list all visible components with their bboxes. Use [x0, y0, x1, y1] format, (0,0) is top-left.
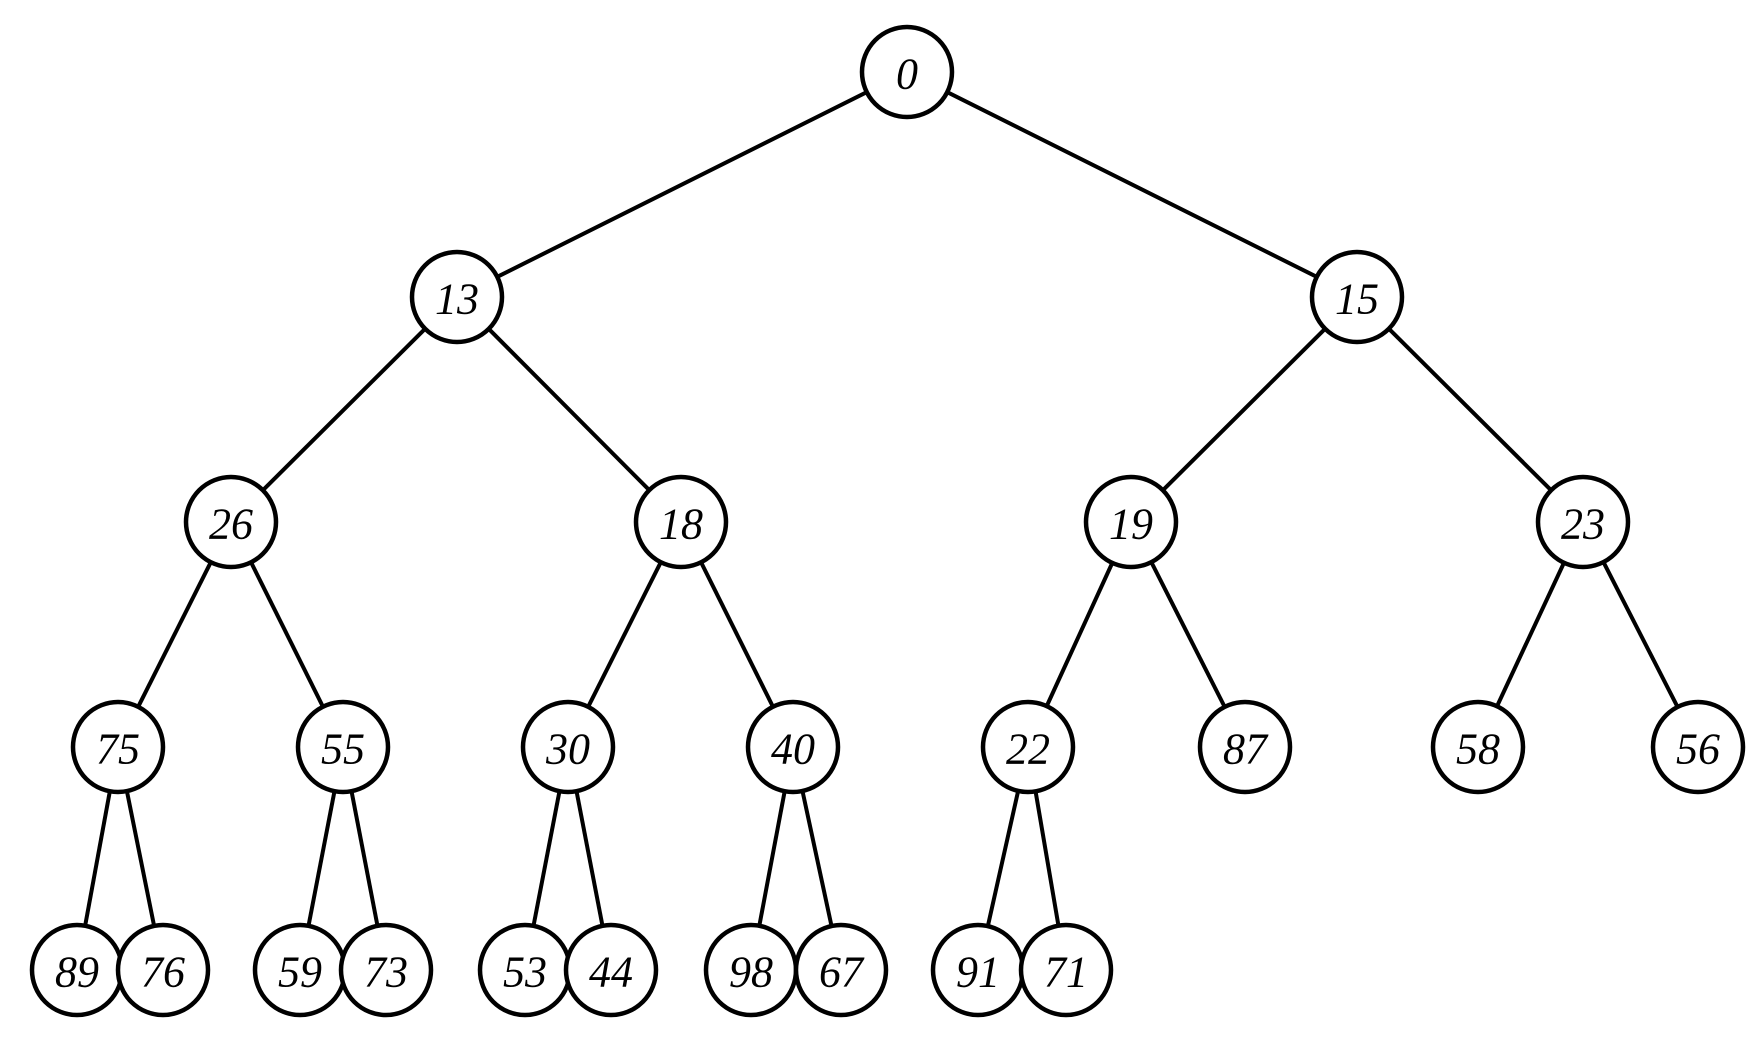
tree-node-label: 87 — [1223, 725, 1269, 774]
tree-node[interactable]: 59 — [252, 922, 348, 1018]
tree-edge — [1386, 326, 1554, 493]
tree-node-label: 59 — [278, 948, 322, 997]
tree-edge — [260, 326, 428, 493]
tree-node-label: 67 — [819, 948, 865, 997]
tree-node-label: 26 — [209, 500, 253, 549]
tree-node[interactable]: 44 — [563, 922, 659, 1018]
tree-edge — [124, 789, 157, 928]
tree-node-label: 98 — [729, 948, 773, 997]
tree-edge — [1160, 326, 1328, 493]
tree-node[interactable]: 91 — [930, 922, 1026, 1018]
tree-node[interactable]: 0 — [859, 24, 955, 120]
tree-node-label: 23 — [1561, 500, 1605, 549]
tree-node-circle[interactable] — [1018, 922, 1114, 1018]
tree-node[interactable]: 87 — [1197, 699, 1293, 795]
tree-node-circle[interactable] — [633, 474, 729, 570]
tree-edge — [945, 89, 1319, 280]
tree-node[interactable]: 53 — [477, 922, 573, 1018]
tree-node[interactable]: 18 — [633, 474, 729, 570]
tree-node[interactable]: 98 — [703, 922, 799, 1018]
tree-node[interactable]: 55 — [295, 699, 391, 795]
tree-edge — [486, 326, 652, 493]
tree-node-circle[interactable] — [115, 922, 211, 1018]
tree-node-circle[interactable] — [520, 699, 616, 795]
tree-node-label: 89 — [55, 948, 99, 997]
tree-node[interactable]: 89 — [29, 922, 125, 1018]
tree-edge — [1044, 561, 1115, 708]
tree-node-circle[interactable] — [1650, 699, 1746, 795]
tree-edge — [985, 789, 1021, 928]
tree-node-circle[interactable] — [1535, 474, 1631, 570]
tree-node-circle[interactable] — [70, 699, 166, 795]
tree-node-label: 71 — [1044, 948, 1088, 997]
tree-node-label: 76 — [141, 948, 185, 997]
tree-node-label: 75 — [96, 725, 140, 774]
tree-node[interactable]: 15 — [1309, 249, 1405, 345]
tree-node-circle[interactable] — [1083, 474, 1179, 570]
tree-node-circle[interactable] — [338, 922, 434, 1018]
tree-node-label: 30 — [545, 725, 590, 774]
tree-node-circle[interactable] — [295, 699, 391, 795]
tree-node[interactable]: 71 — [1018, 922, 1114, 1018]
tree-node-circle[interactable] — [1430, 699, 1526, 795]
tree-node-circle[interactable] — [563, 922, 659, 1018]
tree-node-circle[interactable] — [183, 474, 279, 570]
tree-node-label: 73 — [364, 948, 408, 997]
tree-node[interactable]: 22 — [980, 699, 1076, 795]
tree-edge — [82, 789, 113, 928]
tree-node[interactable]: 19 — [1083, 474, 1179, 570]
tree-node-label: 56 — [1676, 725, 1720, 774]
tree-node-circle[interactable] — [859, 24, 955, 120]
tree-node[interactable]: 30 — [520, 699, 616, 795]
tree-edge — [531, 789, 562, 928]
tree-edge — [349, 789, 380, 928]
tree-node-label: 58 — [1456, 725, 1500, 774]
tree-edge — [1601, 560, 1680, 709]
tree-edge — [1494, 561, 1567, 708]
tree-edge — [698, 560, 776, 709]
tree-node-label: 13 — [435, 275, 479, 324]
tree-node-circle[interactable] — [409, 249, 505, 345]
tree-node[interactable]: 67 — [793, 922, 889, 1018]
tree-node-circle[interactable] — [1309, 249, 1405, 345]
tree-node-label: 53 — [503, 948, 547, 997]
tree-edge — [135, 560, 214, 709]
tree-edge — [574, 789, 605, 928]
tree-node[interactable]: 76 — [115, 922, 211, 1018]
tree-node-circle[interactable] — [793, 922, 889, 1018]
tree-node-label: 91 — [956, 948, 1000, 997]
tree-edge — [1033, 790, 1061, 927]
tree-edge — [757, 789, 787, 928]
tree-edge — [1149, 560, 1227, 709]
tree-node-circle[interactable] — [1197, 699, 1293, 795]
tree-node-label: 0 — [896, 50, 918, 99]
tree-edge — [306, 789, 337, 928]
tree-node-circle[interactable] — [980, 699, 1076, 795]
tree-edge — [495, 89, 869, 280]
tree-node-label: 19 — [1109, 500, 1153, 549]
tree-node[interactable]: 56 — [1650, 699, 1746, 795]
tree-node[interactable]: 58 — [1430, 699, 1526, 795]
tree-node[interactable]: 26 — [183, 474, 279, 570]
tree-node[interactable]: 75 — [70, 699, 166, 795]
tree-edges-layer — [82, 89, 1680, 928]
tree-node-label: 40 — [771, 725, 815, 774]
tree-node[interactable]: 13 — [409, 249, 505, 345]
tree-node[interactable]: 73 — [338, 922, 434, 1018]
tree-node-label: 15 — [1335, 275, 1379, 324]
tree-node-label: 18 — [659, 500, 703, 549]
tree-edge — [585, 560, 664, 709]
tree-node[interactable]: 23 — [1535, 474, 1631, 570]
tree-node-label: 22 — [1006, 725, 1050, 774]
tree-node-label: 44 — [589, 948, 633, 997]
tree-edge — [800, 789, 834, 928]
tree-node-label: 55 — [321, 725, 365, 774]
tree-nodes-layer: 0 13 15 26 18 19 23 75 55 30 40 22 87 58 56 89 76 59 73 53 4… — [29, 24, 1746, 1018]
tree-edge — [248, 560, 326, 709]
tree-node-circle[interactable] — [745, 699, 841, 795]
tree-node[interactable]: 40 — [745, 699, 841, 795]
